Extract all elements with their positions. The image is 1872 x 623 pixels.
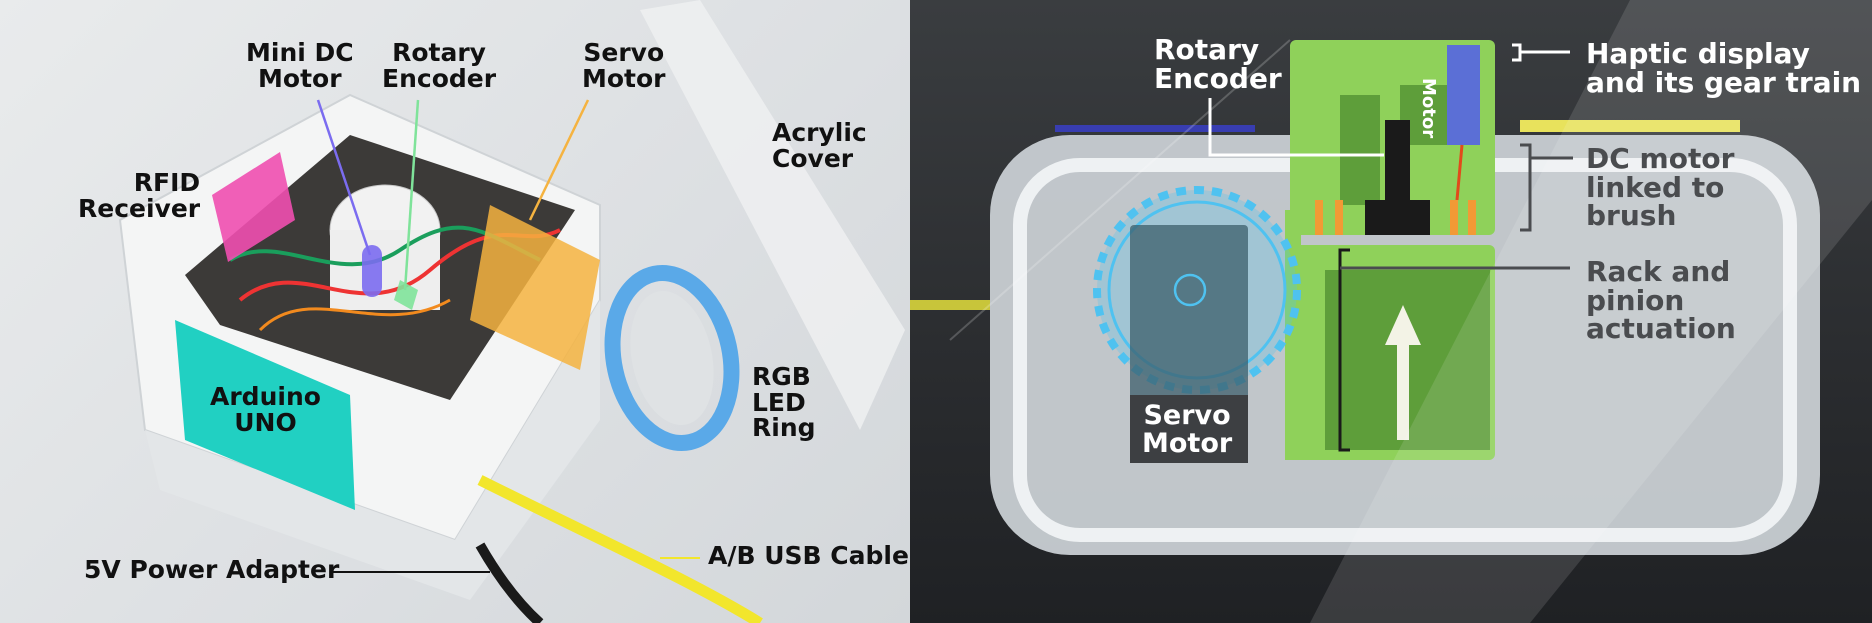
encoder-shaft [1385,120,1410,210]
encoder-base [1365,200,1430,235]
label-power-adapter: 5V Power Adapter [84,555,340,584]
bracket-haptic-display [1512,43,1522,62]
glass-reflection [1310,0,1872,623]
servo-motor-shape [470,205,600,370]
leader-servo-motor [528,99,590,221]
usb-cable-shape [477,475,763,623]
brush-contact-1 [1315,200,1323,235]
rgb-led-ring-shape [604,265,740,451]
motor-wire [1455,144,1464,201]
motor-shape [1447,45,1480,145]
leader-rotary-encoder-right [1208,98,1384,157]
brush-contact-2 [1335,200,1343,235]
servo-shaft [1173,273,1207,307]
box-front-face [145,300,600,600]
label-motor: Motor [1418,78,1439,139]
power-cable-shape [475,542,544,623]
bracket-dc-motor [1520,143,1532,232]
accent-bar-blue [1055,125,1255,132]
glare-line [949,39,1291,341]
prototype-illustration [118,0,905,623]
rfid-receiver-shape [212,152,295,262]
brush-contact-3 [1450,200,1458,235]
rack-teeth [1285,210,1301,460]
cable-yellow [910,300,990,310]
brush-contact-4 [1468,200,1476,235]
encoder-slot-left [1340,95,1380,205]
acrylic-cover-shape [640,0,905,430]
bracket-rack [1338,248,1350,452]
encoder-body [330,230,440,310]
mini-dc-motor-shape [362,245,382,297]
rotary-encoder-shape [394,280,418,310]
leader-mini-dc-motor [316,99,372,256]
led-ring-center [630,290,714,426]
leader-rotary-encoder [403,99,420,291]
servo-label-box [1130,395,1248,463]
wire-orange [258,298,451,332]
pinion-gear-teeth [1093,186,1301,394]
label-usb-cable: A/B USB Cable [708,541,909,570]
accent-bar-yellow [1520,120,1740,132]
arduino-uno-shape [175,320,355,510]
mechanism-illustration [910,0,1872,623]
rack-up-arrow [1385,305,1421,440]
